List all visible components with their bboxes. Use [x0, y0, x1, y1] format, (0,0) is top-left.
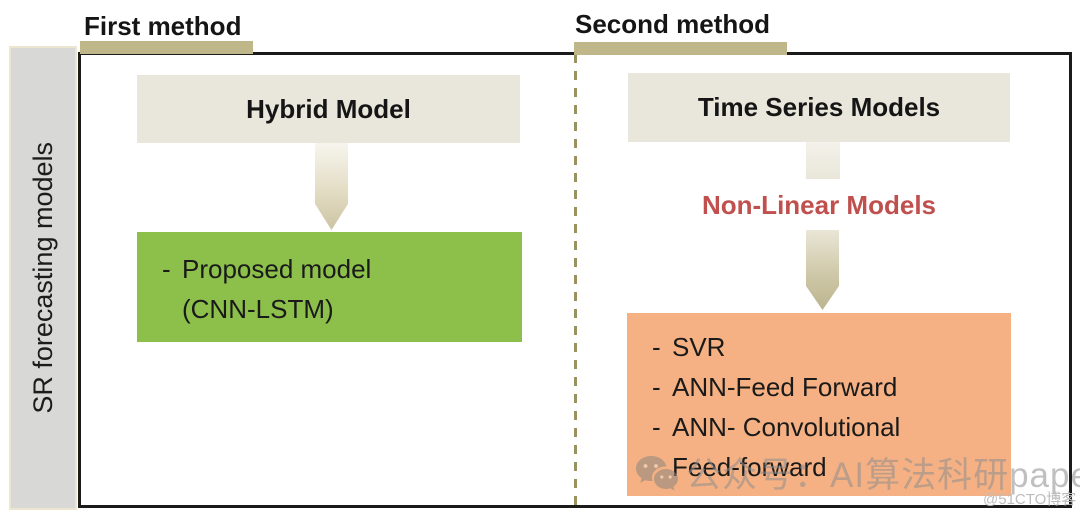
second-method-underline-bar — [574, 42, 787, 55]
wechat-icon — [636, 456, 678, 491]
list-item-marker: - — [652, 412, 661, 442]
sidebar-label: SR forecasting models — [27, 142, 58, 414]
list-item-text: ANN-Feed Forward — [672, 372, 898, 402]
first-method-underline-bar — [80, 41, 253, 54]
list-item-marker: - — [652, 372, 661, 402]
list-item: - SVR — [627, 327, 1011, 367]
list-item-text: SVR — [672, 332, 726, 362]
connector-stub — [806, 142, 840, 179]
watermark-text: 公众号：AI算法科研paper — [686, 456, 1080, 495]
list-item-marker: - — [652, 332, 661, 362]
site-watermark: @51CTO博客 — [983, 491, 1077, 508]
wechat-watermark: 公众号：AI算法科研paper — [632, 447, 1080, 498]
list-item-text: ANN- Convolutional Feed-forward — [672, 412, 901, 482]
non-linear-models-label: Non-Linear Models — [701, 190, 936, 220]
sidebar: SR forecasting models — [9, 46, 77, 510]
hybrid-model-label: Hybrid Model — [246, 93, 411, 124]
list-item: - ANN-Feed Forward — [627, 367, 1011, 407]
non-linear-models-list-box: - SVR - ANN-Feed Forward - ANN- Convolut… — [627, 313, 1011, 496]
second-method-title: Second method — [575, 9, 771, 39]
list-item: - ANN- Convolutional Feed-forward — [627, 407, 1011, 487]
first-method-title: First method — [84, 11, 242, 41]
hybrid-model-box: Hybrid Model — [137, 75, 520, 143]
list-item: - Proposed model (CNN-LSTM) — [137, 249, 371, 329]
time-series-models-box: Time Series Models — [628, 73, 1010, 142]
proposed-model-text: Proposed model (CNN-LSTM) — [182, 254, 372, 324]
list-item-marker: - — [162, 254, 171, 284]
proposed-model-box: - Proposed model (CNN-LSTM) — [137, 232, 522, 342]
time-series-models-label: Time Series Models — [697, 92, 941, 122]
method-divider-dashed-line — [574, 54, 577, 506]
